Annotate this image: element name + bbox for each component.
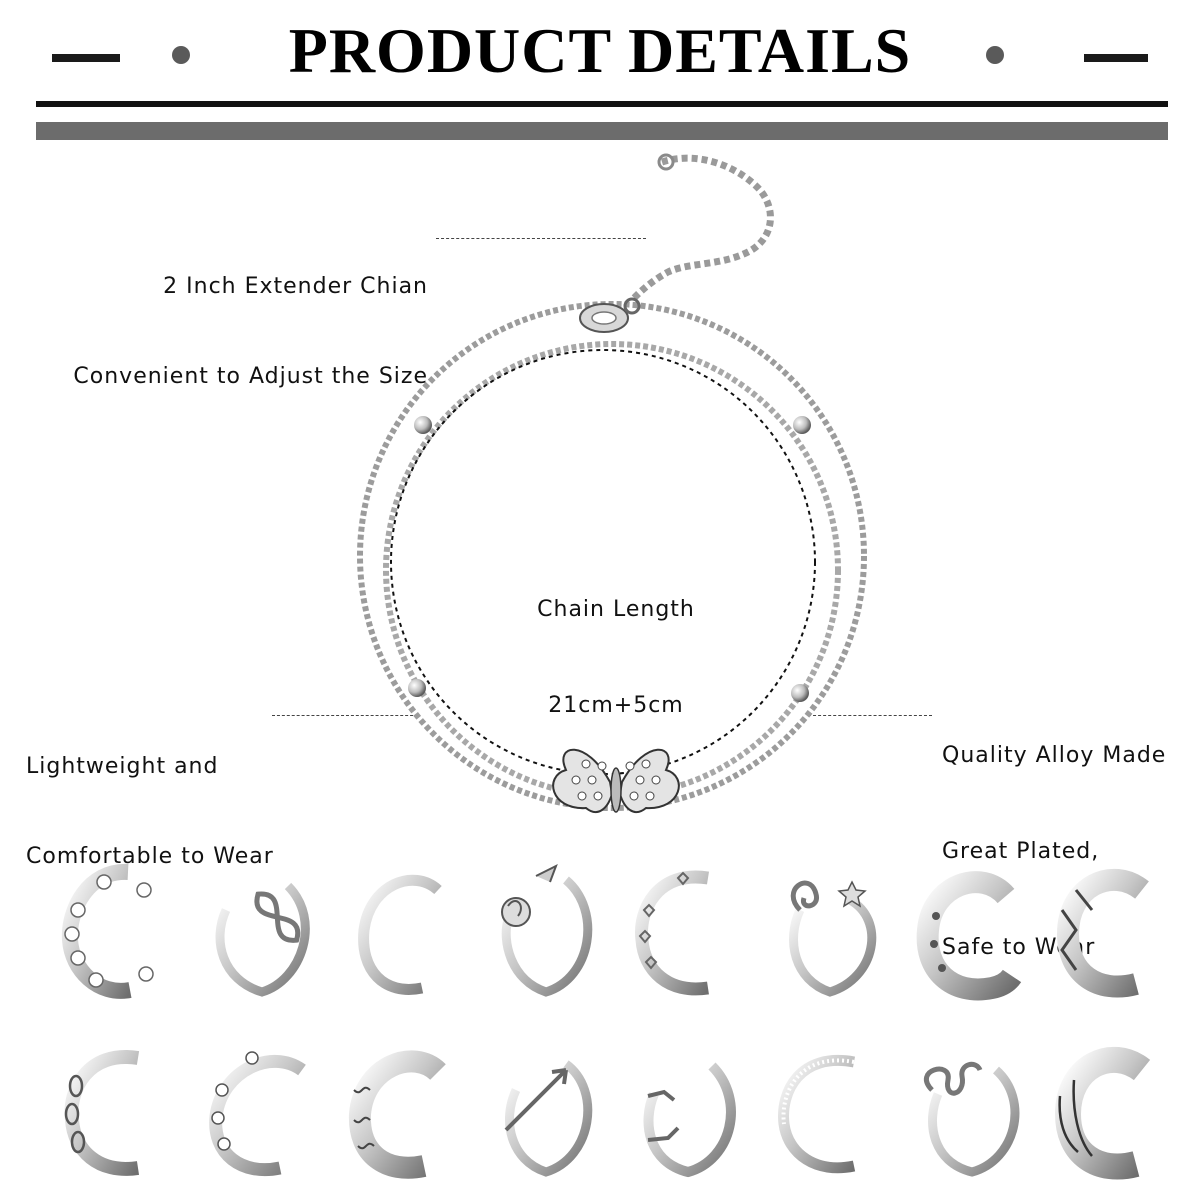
- chain-length-note: Chain Length 21cm+5cm: [500, 530, 732, 754]
- extender-end-ring: [657, 153, 675, 171]
- extender-note-line-2: Convenient to Adjust the Size: [73, 364, 428, 389]
- header-rule-thick: [36, 122, 1168, 140]
- heart-chain-ring: [635, 870, 710, 996]
- swirl-star-ring: [789, 880, 877, 997]
- quality-note: Quality Alloy Made Great Plated, Safe to…: [942, 676, 1182, 996]
- butterfly-charm: [552, 748, 680, 813]
- quality-note-line-2: Great Plated,: [942, 839, 1100, 864]
- chain-length-value: 21cm+5cm: [548, 693, 684, 718]
- chain-length-label: Chain Length: [537, 597, 695, 622]
- extender-note: 2 Inch Extender Chian Convenient to Adju…: [40, 212, 428, 422]
- comfort-note-line-2: Comfortable to Wear: [26, 844, 274, 869]
- bead-upper-right: [793, 416, 811, 434]
- extender-note-line-1: 2 Inch Extender Chian: [163, 274, 428, 299]
- anklet-illustration: [357, 153, 867, 813]
- paw-print-ring: [916, 871, 1022, 1001]
- crystal-band-ring: [778, 1055, 856, 1174]
- bead-lower-right: [791, 684, 809, 702]
- page-title: PRODUCT DETAILS: [288, 15, 912, 86]
- rings-grid: [61, 863, 1151, 1180]
- comfort-leader-line: [272, 715, 418, 716]
- snake-ring: [923, 1061, 1020, 1177]
- header-dot-left: [172, 46, 190, 64]
- comfort-note-line-1: Lightweight and: [26, 754, 219, 779]
- lobster-clasp: [579, 297, 641, 333]
- quality-leader-line: [808, 715, 932, 716]
- extender-chain: [629, 154, 774, 303]
- bead-upper-left: [414, 416, 432, 434]
- flower-chain-ring: [209, 1051, 306, 1176]
- header-rule-thin: [36, 101, 1168, 107]
- arrow-ring: [504, 1060, 593, 1177]
- header-dot-right: [986, 46, 1004, 64]
- header-dash-right: [1084, 54, 1148, 62]
- filigree-ring: [348, 1050, 446, 1179]
- plain-band-ring: [358, 874, 442, 995]
- infinity-ring: [215, 882, 310, 997]
- lattice-ring: [1056, 869, 1149, 998]
- length-guide-circle: [390, 349, 816, 775]
- triple-band-ring: [1054, 1047, 1151, 1180]
- hug-hands-ring: [643, 1062, 736, 1178]
- quality-note-line-1: Quality Alloy Made: [942, 743, 1167, 768]
- daisy-ring: [61, 864, 154, 999]
- extender-leader-line: [436, 238, 646, 239]
- comfort-note: Lightweight and Comfortable to Wear: [26, 692, 326, 902]
- header-dash-left: [52, 54, 120, 62]
- rose-arrow-ring: [501, 863, 593, 997]
- bead-lower-left: [408, 679, 426, 697]
- link-chain-ring: [64, 1049, 140, 1176]
